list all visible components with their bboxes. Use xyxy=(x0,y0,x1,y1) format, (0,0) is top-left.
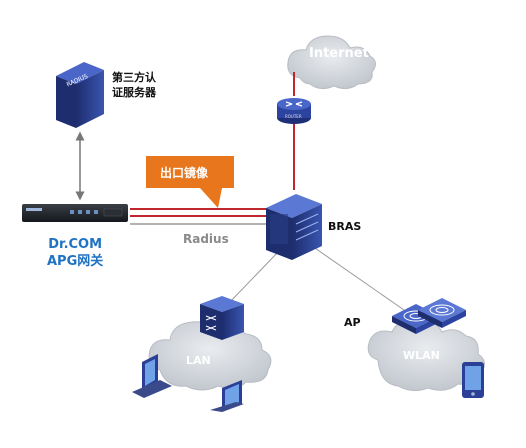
link-bras-ap xyxy=(311,245,405,311)
bras-switch-icon xyxy=(266,194,322,260)
export-mirror-label: 出口镜像 xyxy=(160,166,209,180)
internet-label: Internet xyxy=(309,46,369,61)
lan-cloud xyxy=(148,321,272,391)
cloud-icon xyxy=(287,35,376,90)
radius-server-icon xyxy=(56,62,104,128)
gateway-label: Dr.COM APG网关 xyxy=(47,236,103,270)
gateway-label-line1: Dr.COM xyxy=(48,237,103,252)
mobile-phone-icon xyxy=(462,362,484,398)
access-point-icon xyxy=(392,298,466,334)
desktop-pc-icon xyxy=(132,354,172,398)
radius-server-label-line2: 证服务器 xyxy=(112,86,156,99)
lan-switch-icon xyxy=(200,296,244,340)
router-icon xyxy=(277,98,311,124)
export-mirror-callout xyxy=(146,156,234,208)
radius-server-label-line1: 第三方认 xyxy=(112,71,156,84)
internet-cloud xyxy=(287,35,376,90)
gateway-appliance-icon xyxy=(22,204,128,222)
cloud-icon xyxy=(148,321,272,391)
gateway-label-line2: APG网关 xyxy=(47,254,104,269)
radius-server-label: 第三方认 证服务器 xyxy=(112,70,156,100)
wlan-cloud xyxy=(367,319,485,392)
bras-label: BRAS xyxy=(328,220,362,233)
wlan-label: WLAN xyxy=(403,349,440,362)
router-tag-label: ROUTER xyxy=(285,114,302,119)
lan-label: LAN xyxy=(186,354,211,367)
link-bras-lan xyxy=(227,249,281,305)
radius-link-label: Radius xyxy=(183,232,229,246)
ap-label: AP xyxy=(344,316,361,329)
laptop-icon xyxy=(210,380,244,412)
cloud-icon xyxy=(367,319,485,392)
